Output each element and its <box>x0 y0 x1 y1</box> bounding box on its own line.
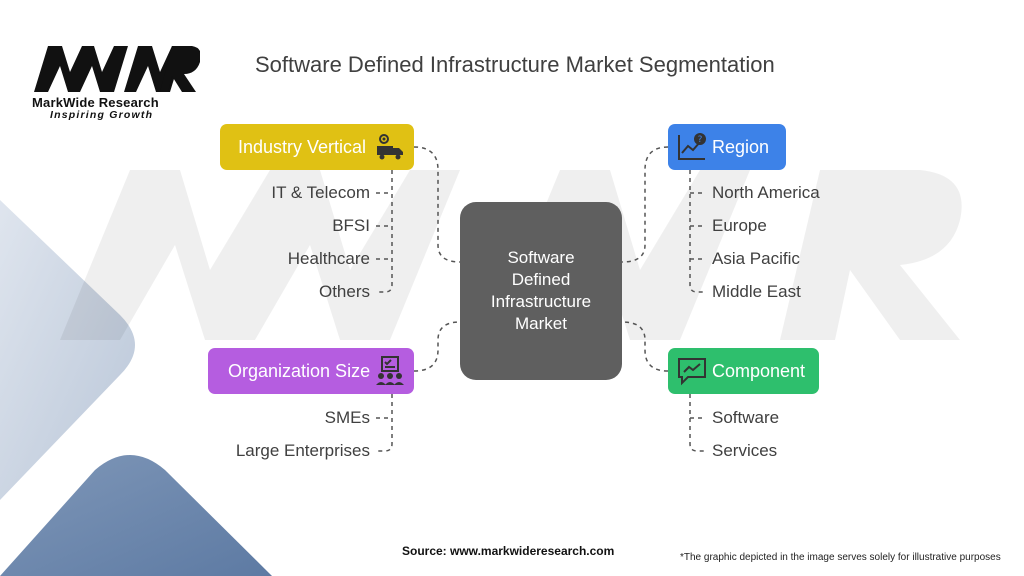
list-item: Others <box>318 282 370 301</box>
list-item: Large Enterprises <box>235 441 370 460</box>
chart-question-icon: ? <box>678 133 706 160</box>
list-item: BFSI <box>332 216 370 235</box>
list-item: IT & Telecom <box>271 183 370 202</box>
list-item: Europe <box>712 216 767 235</box>
category-component: Component <box>668 348 819 394</box>
center-node: Software Defined Infrastructure Market <box>460 202 622 380</box>
category-label: Organization Size <box>228 360 371 381</box>
category-region: ? Region <box>668 124 786 170</box>
team-checklist-icon <box>376 356 404 385</box>
center-label: Software Defined Infrastructure Market <box>490 248 592 333</box>
category-label: Industry Vertical <box>238 136 367 157</box>
list-item: Middle East <box>712 282 801 301</box>
brand-name: MarkWide Research <box>32 95 159 110</box>
chat-chart-icon <box>678 358 706 386</box>
category-industry-vertical: Industry Vertical <box>220 124 414 170</box>
list-item: Asia Pacific <box>712 249 800 268</box>
category-organization-size: Organization Size <box>208 348 414 394</box>
disclaimer-note: *The graphic depicted in the image serve… <box>680 552 1001 563</box>
source-text: Source: www.markwideresearch.com <box>402 544 615 558</box>
page-title: Software Defined Infrastructure Market S… <box>255 52 775 77</box>
list-item: Software <box>712 408 780 427</box>
list-item: Healthcare <box>287 249 370 268</box>
truck-gear-icon <box>377 134 403 160</box>
brand-tagline: Inspiring Growth <box>50 109 154 121</box>
brand-logo <box>34 46 200 92</box>
category-label: Region <box>712 136 770 157</box>
list-item: Services <box>712 441 778 460</box>
category-label: Component <box>712 360 806 381</box>
list-item: SMEs <box>324 408 370 427</box>
svg-text:?: ? <box>698 135 703 145</box>
list-item: North America <box>712 183 820 202</box>
